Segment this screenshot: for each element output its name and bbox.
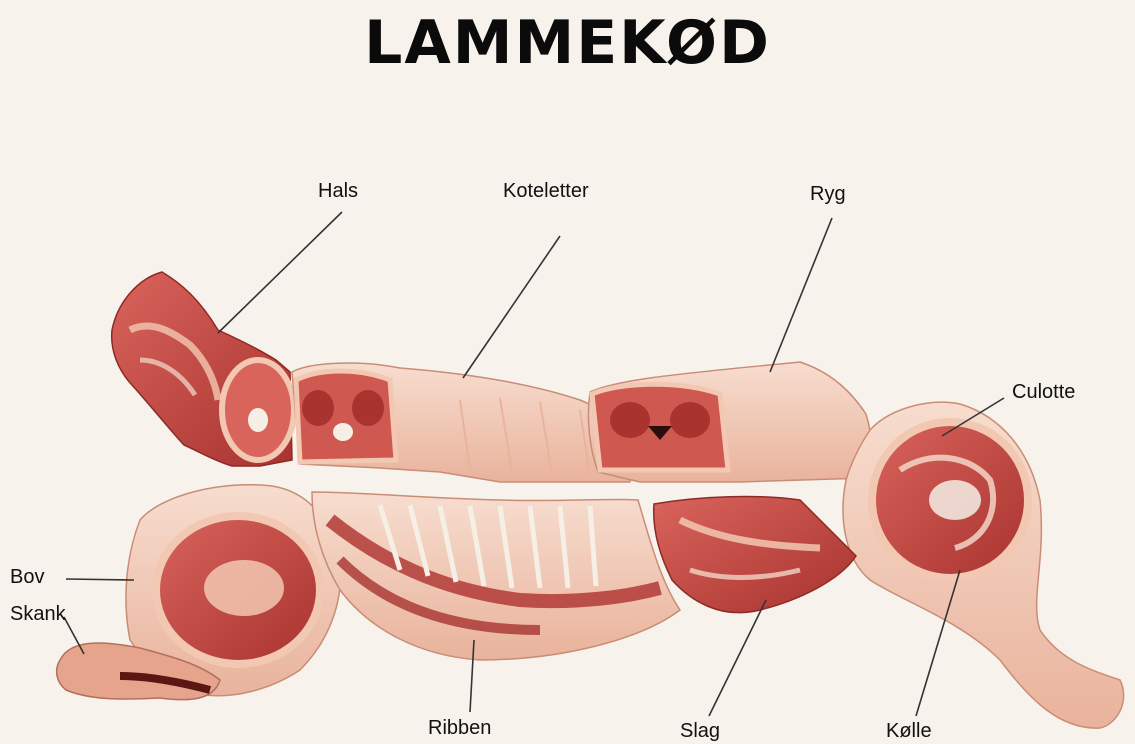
label-ribben: Ribben [428, 717, 491, 740]
label-ryg: Ryg [810, 183, 846, 206]
label-bov: Bov [10, 566, 44, 589]
cut-bov [57, 485, 341, 700]
cut-ryg [588, 362, 872, 482]
cut-slag [654, 497, 856, 613]
label-skank: Skank [10, 603, 66, 626]
label-hals: Hals [318, 180, 358, 203]
label-slag: Slag [680, 720, 720, 743]
cut-kolle [843, 402, 1124, 728]
cut-ribben [312, 492, 680, 660]
cut-hals [112, 272, 294, 466]
label-culotte: Culotte [1012, 381, 1075, 404]
cut-koteletter [292, 363, 630, 482]
label-koteletter: Koteletter [503, 180, 589, 203]
label-kolle: Kølle [886, 720, 932, 743]
